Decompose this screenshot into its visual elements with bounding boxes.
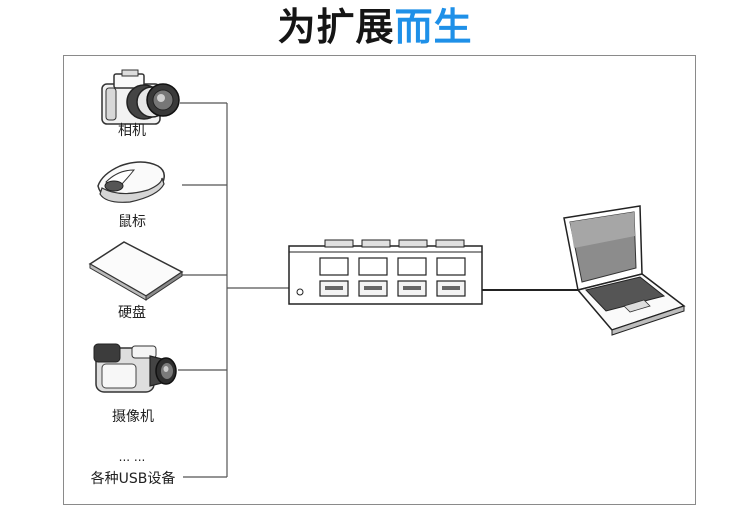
device-label-hard-disk: 硬盘 [118,305,146,321]
page-title: 为扩展而生 [0,4,750,50]
hub-power-led [296,288,304,296]
mouse-icon [97,161,165,203]
diagram-frame [63,55,696,505]
hub-indicator-windows [319,257,466,276]
hard-disk-icon [88,241,184,301]
camcorder-icon [93,343,177,393]
connector-lines [178,102,289,478]
device-label-camcorder: 摄像机 [112,409,154,425]
usb-hub-icon [288,239,483,305]
device-label-other-usb: 各种USB设备 [90,471,176,487]
title-part-dark: 为扩展 [277,5,395,49]
title-part-accent: 而生 [394,5,473,49]
device-label-mouse: 鼠标 [118,214,146,230]
camera-icon [101,69,180,125]
device-label-camera: 相机 [118,123,146,139]
ellipsis-text: ... ... [118,450,146,464]
hub-top-switches [324,239,465,248]
laptop-icon [563,205,686,336]
